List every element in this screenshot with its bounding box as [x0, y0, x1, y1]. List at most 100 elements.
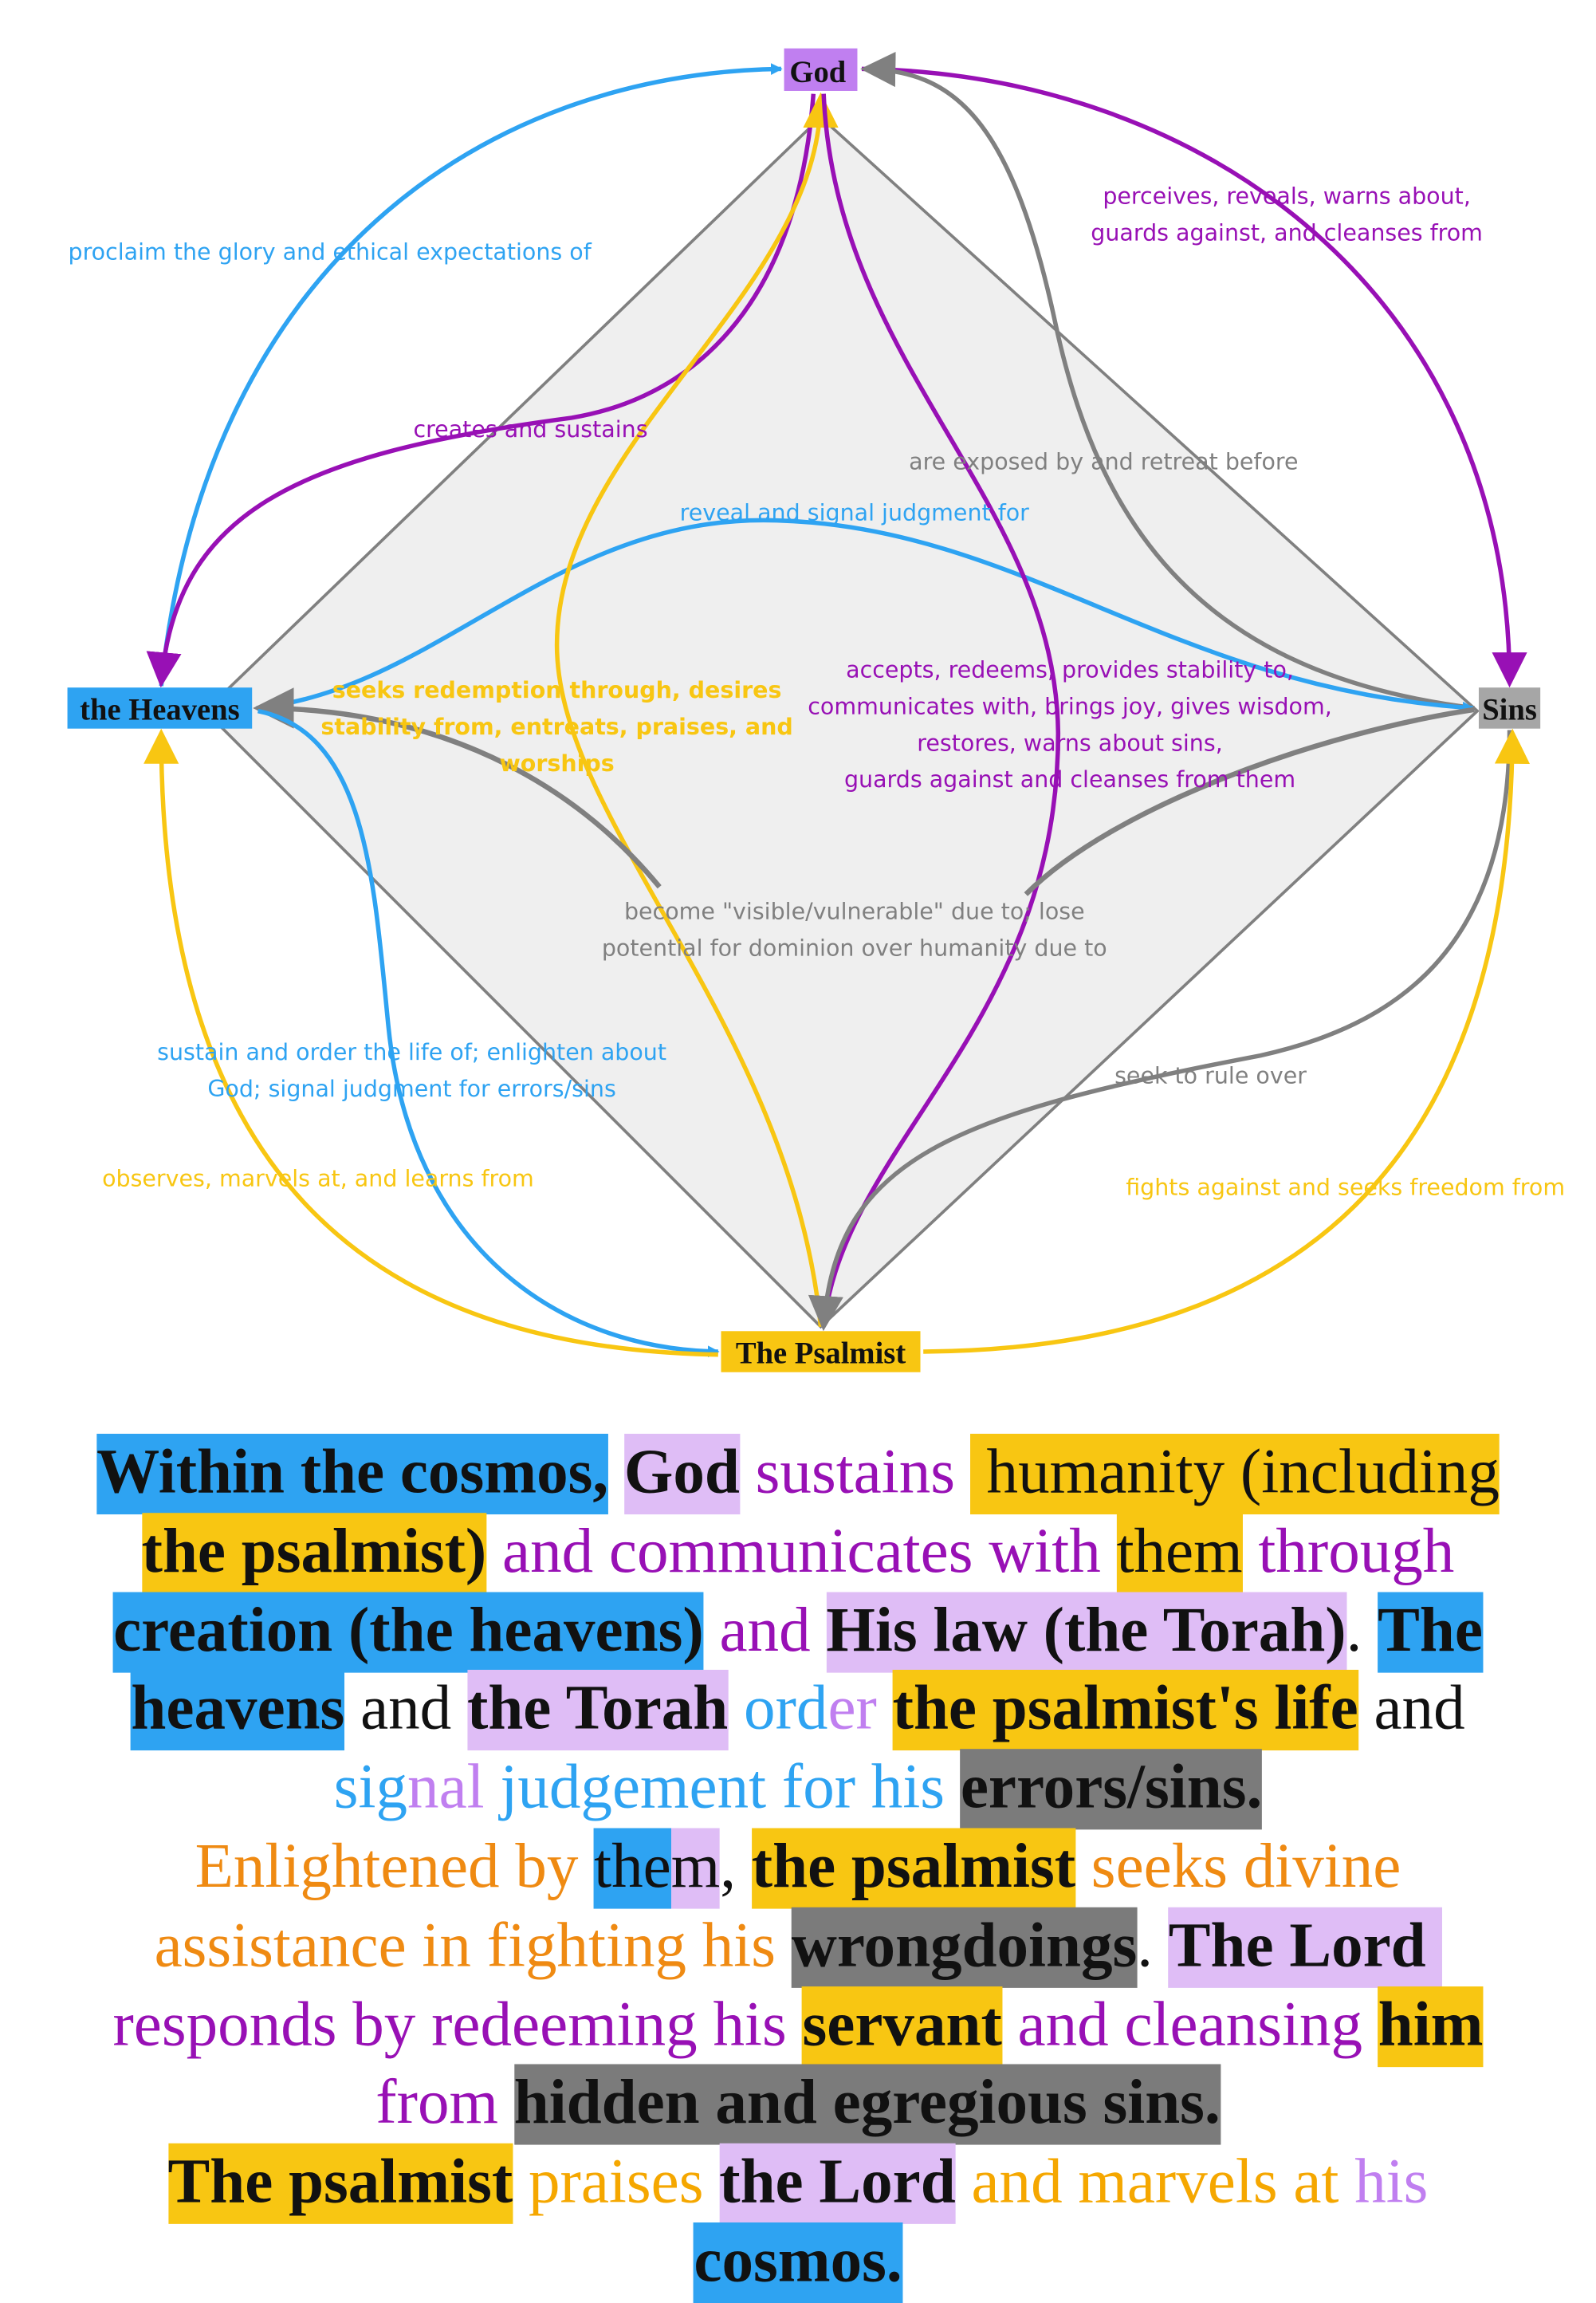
- highlighted-phrase: The Lord: [1168, 1907, 1442, 1988]
- label-heavens-god: proclaim the glory and ethical expectati…: [69, 238, 592, 265]
- label-god-psalmist-2: communicates with, brings joy, gives wis…: [808, 693, 1332, 719]
- summary-text: and: [344, 1675, 467, 1744]
- highlighted-phrase: the psalmist's life: [892, 1670, 1358, 1751]
- label-god-psalmist-1: accepts, redeems, provides stability to,: [846, 656, 1294, 683]
- label-sins-heavens-2: potential for dominion over humanity due…: [602, 935, 1107, 962]
- label-psalmist-sins: fights against and seeks freedom from: [1126, 1174, 1565, 1200]
- highlighted-phrase: Within the cosmos,: [96, 1433, 609, 1515]
- label-psalmist-god-1: seeks redemption through, desires: [332, 677, 782, 703]
- node-god: God: [789, 56, 846, 89]
- node-sins: Sins: [1482, 694, 1537, 727]
- node-sins-box: [1478, 687, 1541, 729]
- summary-text: nal: [407, 1754, 485, 1823]
- label-god-psalmist-4: guards against and cleanses from them: [844, 766, 1295, 793]
- highlighted-phrase: the psalmist: [751, 1828, 1076, 1909]
- highlighted-phrase: The psalmist: [167, 2144, 513, 2225]
- label-sins-psalmist: seek to rule over: [1114, 1063, 1307, 1089]
- summary-line: creation (the heavens) and His law (the …: [0, 1591, 1596, 1672]
- highlighted-phrase: The: [1378, 1591, 1483, 1672]
- summary-text: .: [1137, 1911, 1169, 1981]
- highlighted-phrase: him: [1378, 1986, 1484, 2067]
- node-heavens-box: [67, 687, 253, 729]
- label-heavens-psalmist-1: sustain and order the life of; enlighten…: [157, 1039, 666, 1065]
- summary-line: responds by redeeming his servant and cl…: [0, 1986, 1596, 2067]
- label-heavens-psalmist-2: God; signal judgment for errors/sins: [207, 1076, 615, 1102]
- summary-text: assistance in fighting his: [154, 1911, 792, 1981]
- summary-text: and: [703, 1596, 827, 1665]
- summary-text: judgement for his: [484, 1754, 961, 1823]
- summary-text: er: [827, 1675, 893, 1744]
- label-psalmist-god-3: worships: [499, 750, 614, 777]
- label-psalmist-god-2: stability from, entreats, praises, and: [320, 714, 792, 740]
- summary-text: sustains: [739, 1438, 971, 1507]
- highlighted-phrase: errors/sins.: [960, 1749, 1263, 1830]
- summary-text: and marvels at: [955, 2147, 1355, 2217]
- edge-god-sins: [861, 66, 1527, 688]
- summary-line: the psalmist) and communicates with them…: [0, 1512, 1596, 1593]
- summary-text: ord: [728, 1675, 828, 1744]
- edge-god-psalmist: [821, 93, 1061, 1328]
- highlighted-phrase: the Torah: [466, 1670, 729, 1751]
- label-heavens-sins: reveal and signal judgment for: [680, 500, 1030, 526]
- highlighted-phrase: the psalmist): [141, 1512, 487, 1593]
- highlighted-phrase: the Lord: [719, 2144, 956, 2225]
- node-psalmist-box: [721, 1331, 921, 1372]
- highlighted-phrase: servant: [802, 1986, 1002, 2067]
- summary-line: Within the cosmos, God sustains humanity…: [0, 1433, 1596, 1515]
- summary-text: and communicates with: [486, 1517, 1117, 1586]
- summary-line: from hidden and egregious sins.: [0, 2065, 1596, 2146]
- summary-text: .: [1346, 1596, 1378, 1665]
- summary-text: and: [1358, 1675, 1465, 1744]
- highlighted-phrase: hidden and egregious sins.: [513, 2065, 1221, 2146]
- summary-text: seeks divine: [1075, 1832, 1401, 1902]
- summary-text: Enlightened by: [195, 1832, 595, 1902]
- summary-text: sig: [333, 1754, 408, 1823]
- highlighted-phrase: God: [623, 1433, 740, 1515]
- node-heavens: the Heavens: [80, 694, 239, 727]
- summary-text: and cleansing: [1001, 1990, 1378, 2060]
- relationship-diagram: proclaim the glory and ethical expectati…: [67, 48, 1565, 1372]
- summary-text: [608, 1434, 624, 1514]
- summary-text: through: [1242, 1517, 1455, 1586]
- highlighted-phrase: them: [1116, 1512, 1243, 1593]
- edge-sins-god: [860, 52, 1475, 711]
- highlighted-phrase: the: [594, 1828, 671, 1909]
- highlighted-phrase: humanity (including: [970, 1433, 1500, 1515]
- label-god-sins-2: guards against, and cleanses from: [1091, 219, 1483, 246]
- summary-text: responds by redeeming his: [112, 1990, 803, 2060]
- edge-sins-psalmist: [808, 730, 1512, 1332]
- edge-psalmist-god: [554, 92, 839, 1328]
- highlighted-phrase: His law (the Torah): [826, 1591, 1346, 1672]
- highlighted-phrase: m: [670, 1828, 721, 1909]
- summary-text: from: [375, 2069, 514, 2139]
- label-god-heavens: creates and sustains: [413, 416, 647, 443]
- label-god-sins-1: perceives, reveals, warns about,: [1103, 183, 1471, 210]
- label-sins-heavens-1: become "visible/vulnerable" due to; lose: [624, 899, 1085, 925]
- node-god-box: [784, 48, 858, 91]
- summary-text: ,: [720, 1832, 752, 1902]
- summary-paragraph: Within the cosmos, God sustains humanity…: [0, 1433, 1596, 2303]
- summary-line: cosmos.: [0, 2222, 1596, 2303]
- edge-psalmist-sins: [923, 728, 1530, 1354]
- label-god-psalmist-3: restores, warns about sins,: [917, 730, 1222, 756]
- label-sins-god: are exposed by and retreat before: [909, 448, 1298, 474]
- summary-line: The psalmist praises the Lord and marvel…: [0, 2144, 1596, 2225]
- summary-line: signal judgement for his errors/sins.: [0, 1749, 1596, 1830]
- summary-line: Enlightened by them, the psalmist seeks …: [0, 1828, 1596, 1909]
- node-psalmist: The Psalmist: [736, 1337, 906, 1371]
- summary-text: praises: [513, 2147, 720, 2217]
- edge-psalmist-heavens: [143, 728, 718, 1357]
- highlighted-phrase: wrongdoings: [791, 1907, 1138, 1988]
- highlighted-phrase: heavens: [131, 1670, 345, 1751]
- summary-line: heavens and the Torah order the psalmist…: [0, 1670, 1596, 1751]
- summary-text: his: [1354, 2147, 1429, 2217]
- edge-god-heavens: [146, 93, 816, 688]
- highlighted-phrase: creation (the heavens): [113, 1591, 704, 1672]
- edge-heavens-sins: [256, 518, 1475, 714]
- edge-heavens-psalmist: [257, 708, 720, 1358]
- edge-sins-heavens: [258, 708, 1475, 896]
- edge-heavens-god: [159, 63, 783, 687]
- highlighted-phrase: cosmos.: [694, 2222, 902, 2303]
- summary-line: assistance in fighting his wrongdoings. …: [0, 1907, 1596, 1988]
